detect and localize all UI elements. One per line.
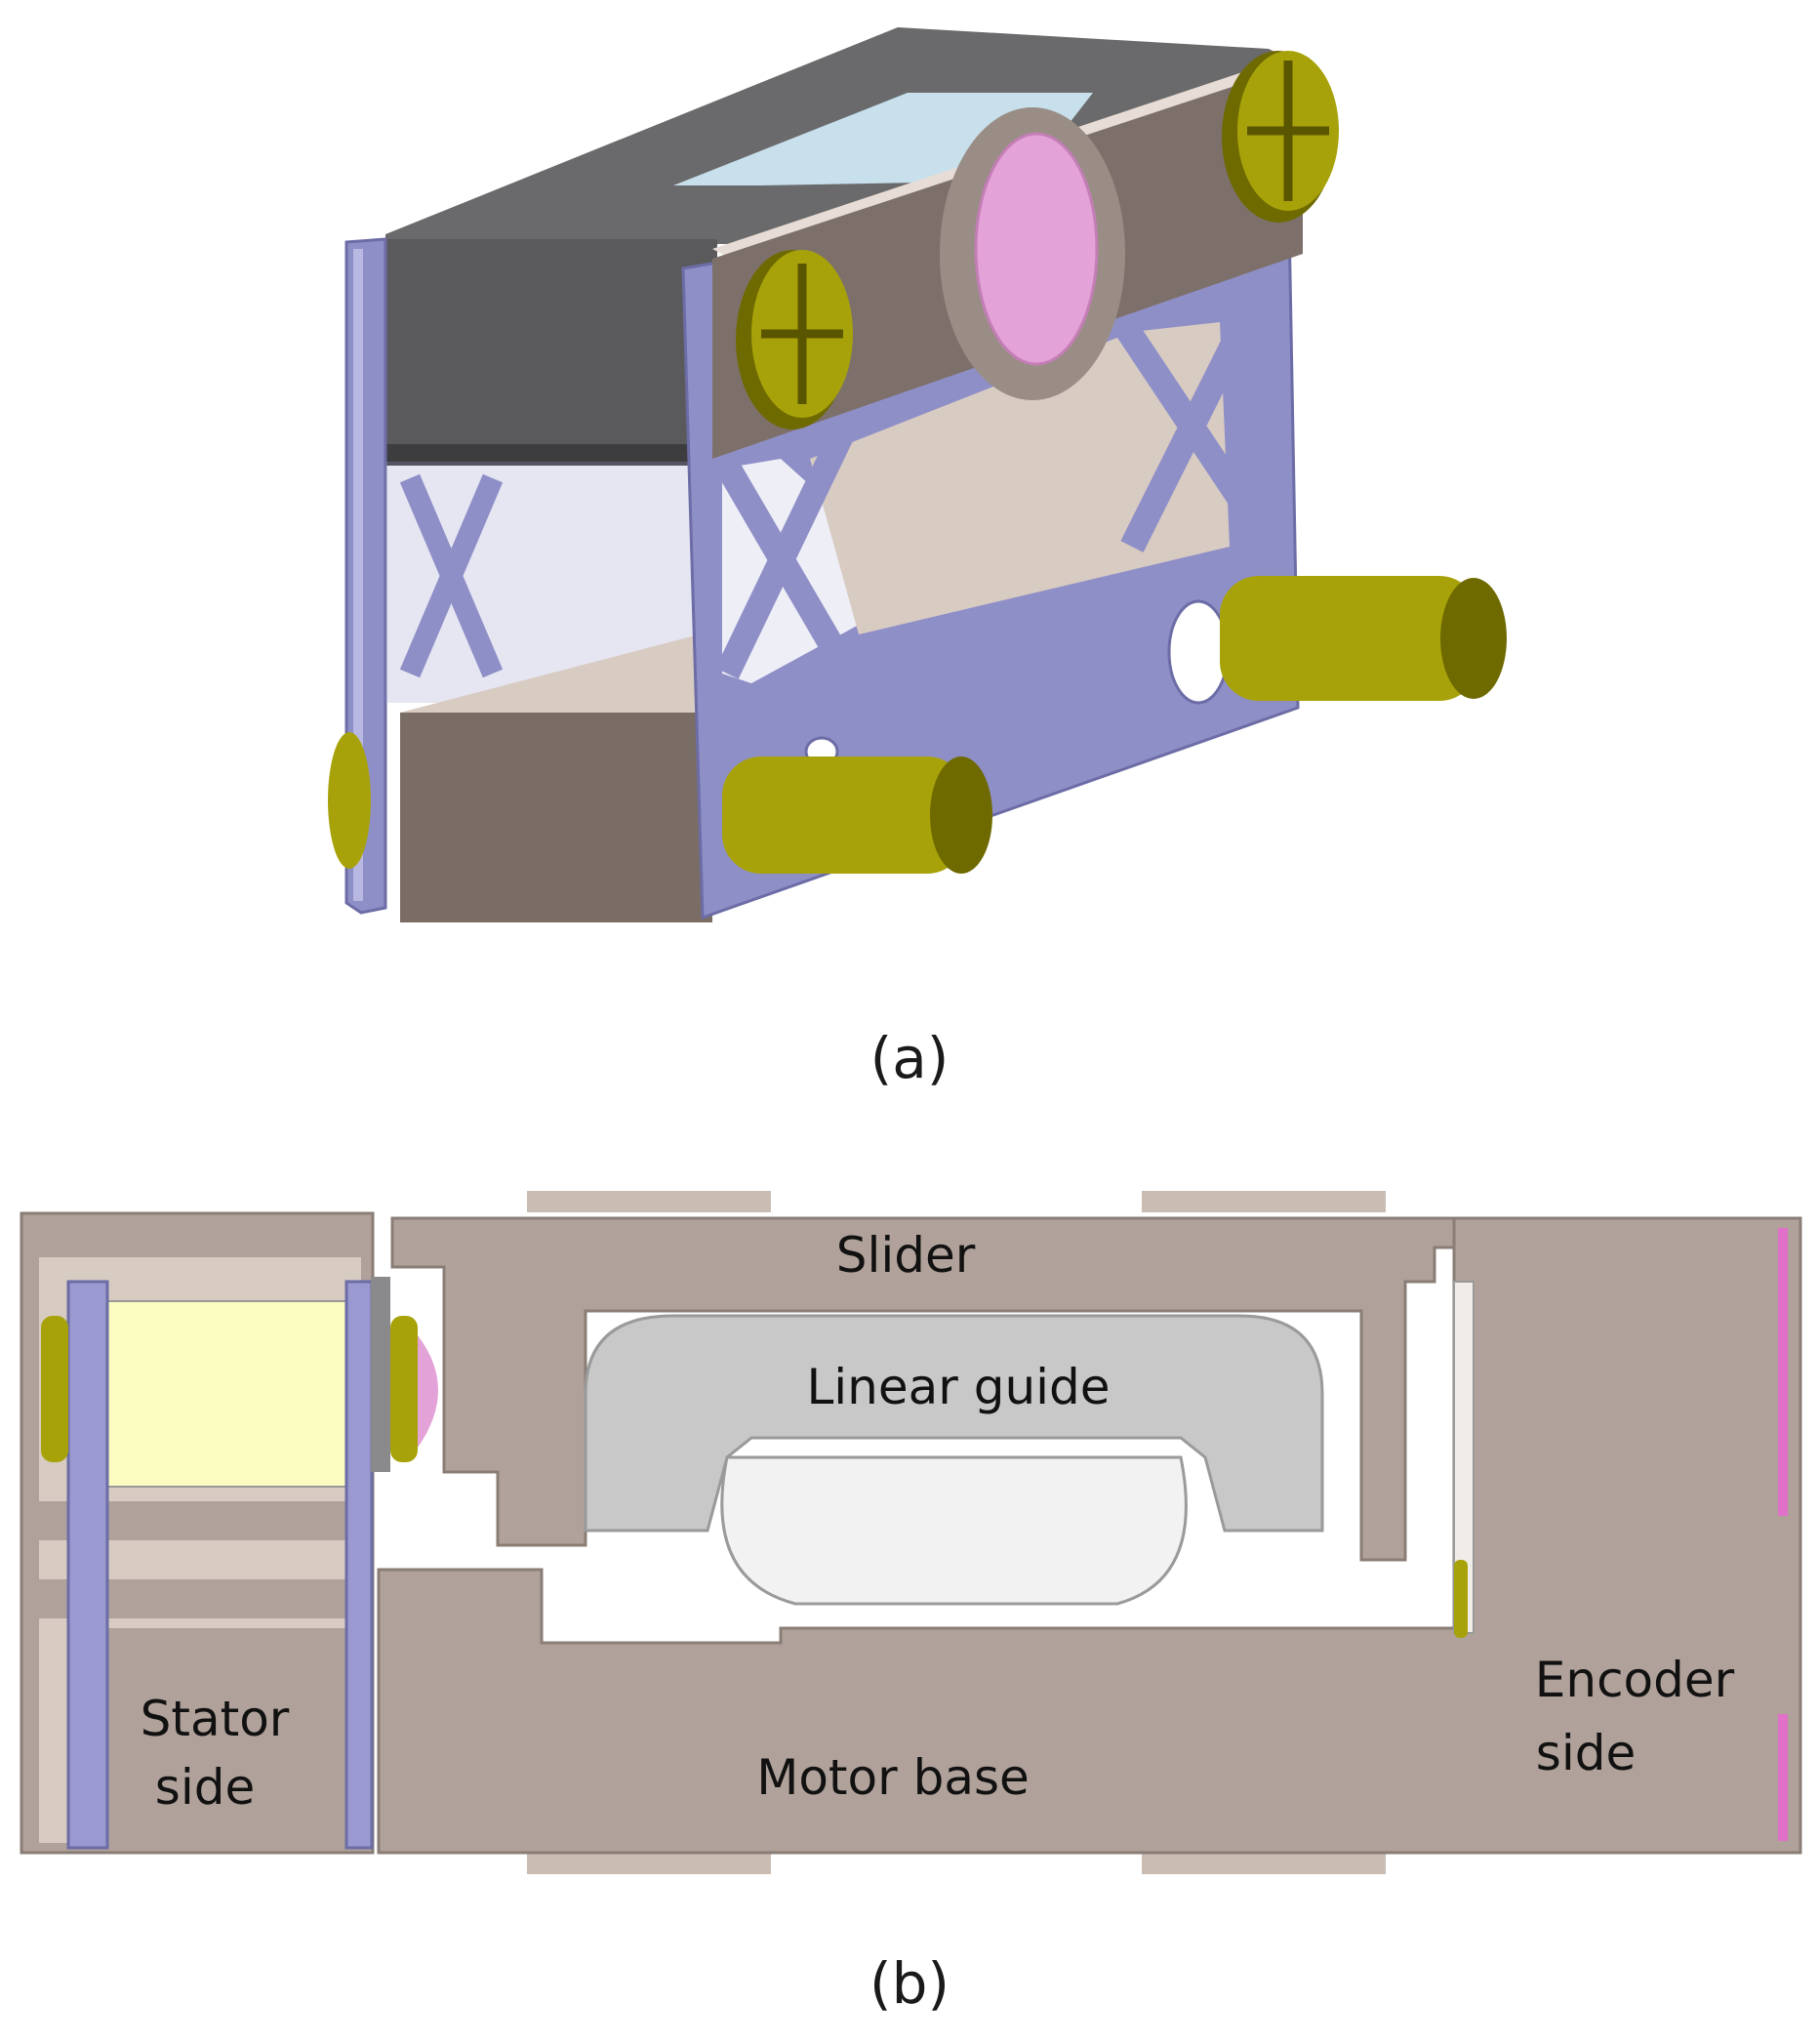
foot-cylinder-front-icon (722, 756, 992, 874)
stator-rail-right (344, 1280, 374, 1850)
stator-screw-left-icon (41, 1316, 68, 1462)
left-plate-edge (353, 249, 363, 901)
top-block-front (385, 239, 717, 462)
pad-top-left (527, 1191, 771, 1212)
frame-hole-large (1167, 599, 1230, 705)
linear-guide-rail (720, 1455, 1188, 1606)
base-front (400, 713, 712, 922)
screw-right-icon (1222, 51, 1339, 223)
label-motor-base: Motor base (756, 1749, 1030, 1806)
foot-cylinder-left-icon (328, 732, 371, 869)
encoder-strip-top (1778, 1228, 1788, 1516)
pad-top-right (1142, 1191, 1386, 1212)
left-x-brace (399, 473, 504, 678)
stator-bracket (371, 1277, 390, 1472)
caption-b: (b) (869, 1950, 950, 2017)
stator-rail-left (66, 1280, 109, 1850)
linear-guide (584, 1314, 1324, 1533)
frame-window-2 (810, 322, 1230, 634)
encoder-screw-icon (1454, 1560, 1468, 1638)
stator-screw-right-icon (390, 1316, 418, 1462)
isometric-3d-view (328, 27, 1507, 922)
foot-cylinder-right-icon (1220, 576, 1507, 701)
label-encoder-side-line1: Encoder (1535, 1652, 1735, 1708)
top-block-shadow (385, 444, 717, 466)
pad-bottom-left (527, 1853, 771, 1874)
label-linear-guide: Linear guide (806, 1359, 1110, 1415)
encoder-strip-bottom (1778, 1714, 1788, 1841)
label-stator-side-line2: side (155, 1759, 255, 1816)
label-encoder-side-line2: side (1536, 1725, 1636, 1781)
label-stator-side-line1: Stator (141, 1691, 290, 1747)
lens-pink-icon (974, 132, 1099, 366)
screw-left-icon (736, 250, 853, 429)
cross-section-view: Slider Linear guide Stator side Motor ba… (20, 1191, 1802, 1874)
stator-lower (107, 1628, 351, 1843)
caption-a: (a) (869, 1025, 950, 1091)
right-x-braces (706, 287, 1271, 690)
stator-yellow (106, 1300, 352, 1488)
label-slider: Slider (836, 1227, 976, 1284)
slider-body (390, 1216, 1456, 1562)
stator-lens-icon (418, 1335, 438, 1448)
pad-bottom-right (1142, 1853, 1386, 1874)
